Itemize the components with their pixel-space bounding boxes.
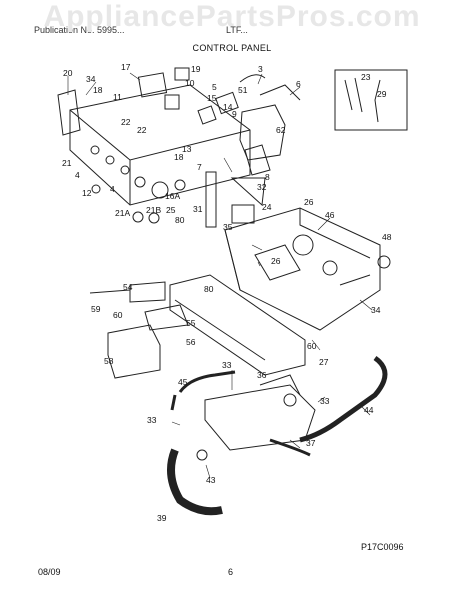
dispenser-drawer bbox=[107, 304, 189, 379]
callout: 55 bbox=[186, 318, 196, 328]
callout: 4 bbox=[110, 184, 115, 194]
tub-hose bbox=[167, 448, 223, 516]
callout: 39 bbox=[157, 513, 167, 523]
callout: 23 bbox=[361, 72, 371, 82]
callout: 34 bbox=[86, 74, 96, 84]
page-number: 6 bbox=[228, 567, 234, 577]
callout: 20 bbox=[63, 68, 73, 78]
callout: 15 bbox=[207, 93, 217, 103]
callout: 45 bbox=[178, 377, 188, 387]
callout: 4 bbox=[75, 170, 80, 180]
callout: 26 bbox=[304, 197, 314, 207]
callout: 43 bbox=[206, 475, 216, 485]
callout: 18 bbox=[93, 85, 103, 95]
cabinet-top-frame bbox=[224, 207, 381, 331]
callout: 60 bbox=[113, 310, 123, 320]
figure-code: P17C0096 bbox=[361, 542, 404, 552]
clip-bracket bbox=[129, 281, 166, 303]
callout: 46 bbox=[325, 210, 335, 220]
hose-clamp-2 bbox=[196, 449, 208, 461]
callout: 35 bbox=[223, 222, 233, 232]
callout: 22 bbox=[121, 117, 131, 127]
callout: 48 bbox=[382, 232, 392, 242]
callout: 33 bbox=[320, 396, 330, 406]
callout: 5 bbox=[212, 82, 217, 92]
callout: 27 bbox=[319, 357, 329, 367]
callout: 62 bbox=[276, 125, 286, 135]
callout: 14 bbox=[223, 102, 233, 112]
callout: 60 bbox=[307, 341, 317, 351]
callout: 33 bbox=[147, 415, 157, 425]
callout: 37 bbox=[306, 438, 316, 448]
footer-date: 08/09 bbox=[38, 567, 61, 577]
callout: 31 bbox=[193, 204, 203, 214]
watermark: AppliancePartsPros.com bbox=[43, 0, 421, 33]
callout: 9 bbox=[232, 109, 237, 119]
hose-clamp bbox=[89, 289, 131, 294]
callout: 80 bbox=[204, 284, 214, 294]
callout: 16A bbox=[165, 191, 180, 201]
dispenser-housing bbox=[169, 274, 306, 376]
callout: 44 bbox=[364, 405, 374, 415]
callout: 32 bbox=[257, 182, 267, 192]
callout: 22 bbox=[137, 125, 147, 135]
callout: 6 bbox=[296, 79, 301, 89]
callout: 21B bbox=[146, 205, 161, 215]
control-board-assembly bbox=[137, 67, 301, 176]
bracket bbox=[205, 171, 217, 228]
callout: 51 bbox=[238, 85, 248, 95]
callout: 19 bbox=[191, 64, 201, 74]
callout: 18 bbox=[174, 152, 184, 162]
callout: 13 bbox=[182, 144, 192, 154]
connecting-hose bbox=[269, 438, 311, 457]
callout: 8 bbox=[265, 172, 270, 182]
publication-header: Publication No. 5995... bbox=[34, 25, 125, 35]
callout: 36 bbox=[257, 370, 267, 380]
callout: 56 bbox=[186, 337, 196, 347]
inlet-hose bbox=[178, 370, 236, 393]
door-switch-inset bbox=[230, 177, 266, 207]
callout: 21 bbox=[62, 158, 72, 168]
control-panel-console bbox=[57, 84, 251, 224]
callout: 7 bbox=[197, 162, 202, 172]
section-title: CONTROL PANEL bbox=[192, 43, 272, 53]
clip-inset bbox=[231, 204, 255, 224]
water-valve-assembly bbox=[204, 374, 316, 451]
callout: 21A bbox=[115, 208, 130, 218]
callout: 26 bbox=[271, 256, 281, 266]
leveling-foot bbox=[377, 255, 391, 269]
callout: 12 bbox=[82, 188, 92, 198]
callout: 59 bbox=[91, 304, 101, 314]
callout: 54 bbox=[123, 282, 133, 292]
callout: 3 bbox=[258, 64, 263, 74]
callout: 10 bbox=[185, 78, 195, 88]
callout: 29 bbox=[377, 89, 387, 99]
callout: 34 bbox=[371, 305, 381, 315]
callout-labels: 20 34 18 17 19 10 3 51 6 23 29 11 22 22 … bbox=[62, 62, 392, 523]
callout: 25 bbox=[166, 205, 176, 215]
model-header: LTF... bbox=[226, 25, 248, 35]
wire-harness-inset bbox=[334, 69, 408, 131]
callout: 58 bbox=[104, 356, 114, 366]
inlet-hose-end bbox=[170, 394, 177, 411]
callout: 24 bbox=[262, 202, 272, 212]
callout: 11 bbox=[113, 92, 122, 102]
callout: 33 bbox=[222, 360, 232, 370]
callout: 80 bbox=[175, 215, 185, 225]
callout: 17 bbox=[121, 62, 131, 72]
drain-hose bbox=[299, 355, 388, 443]
